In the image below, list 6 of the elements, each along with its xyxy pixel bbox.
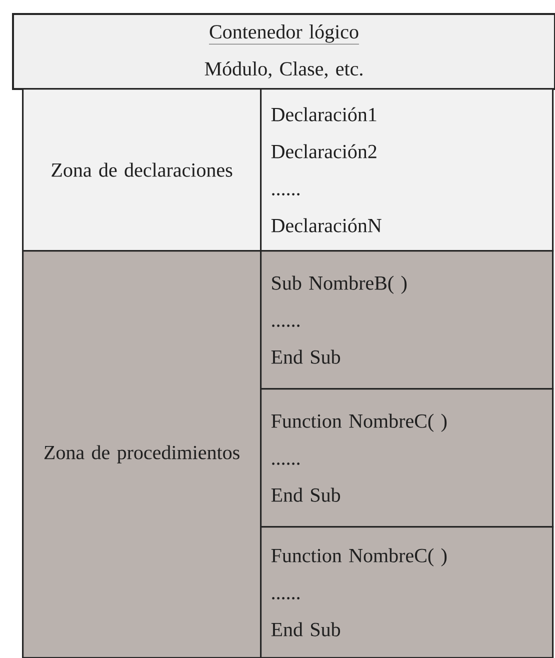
code-cell: Function NombreC( ) ...... End Sub [260, 526, 554, 658]
code-cell: Function NombreC( ) ...... End Sub [260, 388, 554, 528]
code-cell: Declaración1 Declaración2 ...... DeclaraciónN [260, 88, 554, 252]
code-cell: Sub NombreB( ) ...... End Sub [260, 250, 554, 390]
header-box: Contenedor lógico Módulo, Clase, etc. [12, 13, 555, 90]
zone-cell: Zona de declaraciones [22, 88, 262, 252]
